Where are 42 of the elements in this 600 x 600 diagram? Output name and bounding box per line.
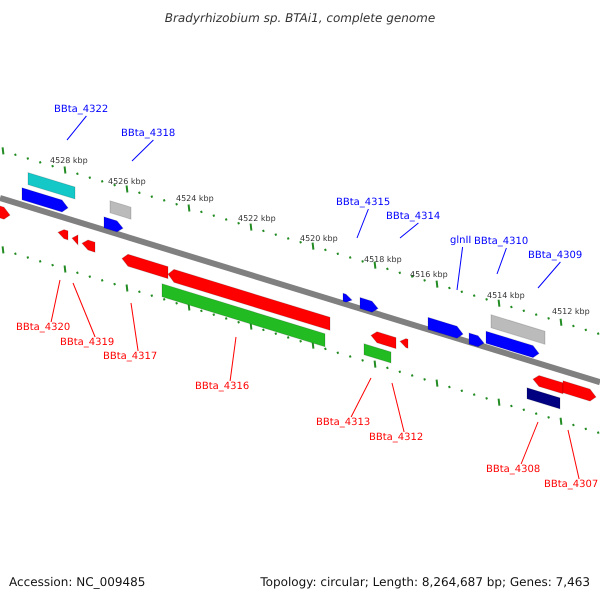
- gene-label: BBta_4310: [474, 236, 528, 248]
- gene-label: BBta_4308: [486, 464, 540, 476]
- scale-label: 4526 kbp: [108, 176, 146, 188]
- leader-line: [400, 222, 419, 238]
- footer-text: Accession: NC_009485: [9, 576, 146, 588]
- gene-label: BBta_4319: [60, 337, 114, 349]
- gene-label: BBta_4315: [336, 197, 390, 209]
- leader-line: [50, 280, 60, 322]
- gene-label: BBta_4314: [386, 211, 440, 223]
- leader-line: [392, 382, 405, 432]
- diagram-title: Bradyrhizobium sp. BTAi1, complete genome: [164, 11, 436, 25]
- leader-line: [230, 336, 236, 382]
- gene-label: BBta_4317: [103, 351, 158, 363]
- leader-line: [66, 116, 87, 140]
- leader-line: [72, 282, 96, 338]
- gene-label: BBta_4307: [544, 479, 598, 491]
- leader-line: [520, 422, 538, 464]
- footer-text: Topology: circular; Length: 8,264,687 bp; Genes: 7,463: [260, 576, 590, 588]
- leader-line: [538, 262, 561, 288]
- gene-label: BBta_4316: [195, 381, 250, 393]
- scale-label: 4528 kbp: [50, 155, 88, 167]
- gene-label: BBta_4309: [528, 250, 582, 262]
- scale-label: 4522 kbp: [238, 213, 276, 225]
- scale-label: 4512 kbp: [552, 306, 590, 318]
- gene-label: BBta_4313: [316, 417, 370, 429]
- leader-line: [132, 140, 154, 162]
- leader-line: [568, 430, 580, 480]
- scale-label: 4524 kbp: [176, 193, 214, 205]
- leader-line: [350, 378, 372, 418]
- gene-label: glnII: [450, 235, 472, 247]
- scale-label: 4518 kbp: [364, 254, 402, 266]
- gene-label: BBta_4318: [121, 128, 176, 140]
- leader-line: [496, 248, 507, 274]
- leader-line: [130, 302, 139, 352]
- leader-line: [356, 208, 369, 238]
- gene-label: BBta_4312: [369, 432, 424, 444]
- scale-label: 4514 kbp: [487, 290, 525, 302]
- scale-label: 4516 kbp: [410, 269, 448, 281]
- leader-line: [456, 246, 464, 290]
- gene-label: BBta_4322: [54, 104, 108, 116]
- gene-label: BBta_4320: [16, 322, 70, 334]
- scale-label: 4520 kbp: [300, 233, 338, 245]
